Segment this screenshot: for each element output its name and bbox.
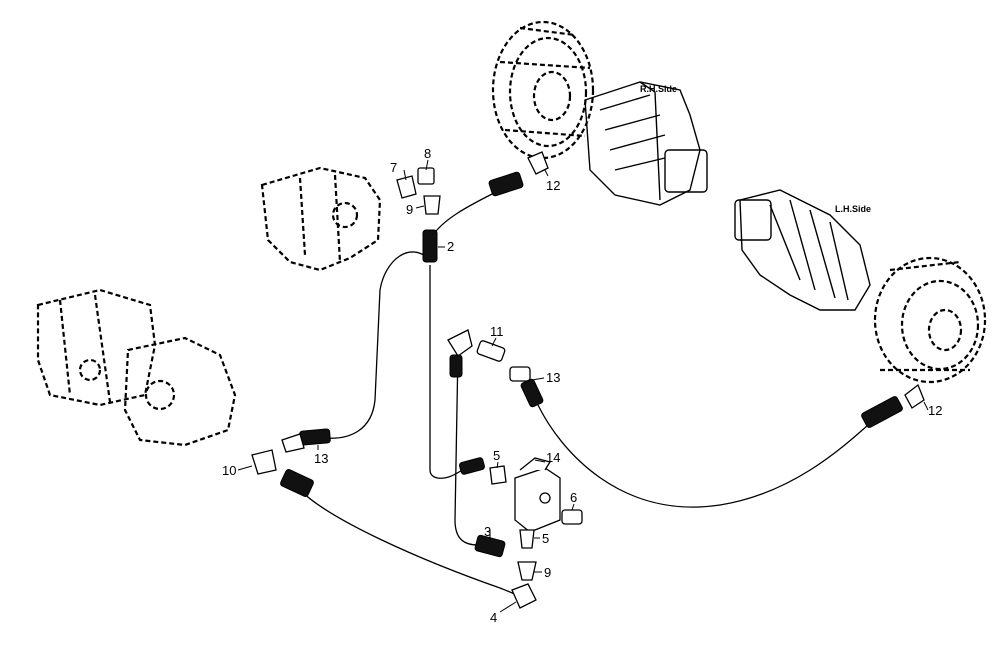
leader-lines — [237, 159, 929, 613]
fitting-6 — [561, 509, 583, 525]
main-pump-assembly — [36, 288, 237, 447]
fitting-11 — [476, 340, 506, 362]
callout-4: 4 — [490, 610, 497, 625]
fitting-13-right — [509, 366, 544, 408]
callout-13-right: 13 — [546, 370, 560, 385]
fitting-4 — [511, 583, 537, 609]
rh-brake-drum — [491, 20, 595, 160]
callout-14: 14 — [546, 450, 560, 465]
fitting-5-lower — [519, 529, 535, 549]
callout-2: 2 — [447, 239, 454, 254]
fitting-3 — [474, 534, 506, 558]
rh-side-label: R.H.Side — [640, 84, 677, 94]
pump-housing — [260, 166, 382, 272]
callout-5-lower: 5 — [542, 531, 549, 546]
fitting-10 — [251, 449, 314, 498]
lh-side-label: L.H.Side — [835, 204, 871, 214]
callout-12-rh: 12 — [546, 178, 560, 193]
fitting-7 — [396, 175, 417, 199]
rh-drive-motor — [584, 81, 708, 206]
elbow-middle — [447, 329, 473, 378]
callout-10: 10 — [222, 463, 236, 478]
callout-11: 11 — [490, 324, 504, 339]
callout-3: 3 — [484, 524, 491, 539]
callout-13-left: 13 — [314, 451, 328, 466]
callout-9-lower: 9 — [544, 565, 551, 580]
fitting-2 — [422, 229, 438, 263]
fitting-9-top — [423, 195, 441, 215]
callout-8: 8 — [424, 146, 431, 161]
callout-6: 6 — [570, 490, 577, 505]
callout-7: 7 — [390, 160, 397, 175]
fitting-12-lh — [861, 383, 925, 428]
fitting-12-rh — [488, 151, 549, 197]
callout-9-top: 9 — [406, 202, 413, 217]
fitting-13-left — [281, 428, 331, 453]
callout-5-upper: 5 — [493, 448, 500, 463]
lh-brake-drum — [873, 256, 987, 384]
hose-lines — [299, 189, 869, 599]
callout-12-lh: 12 — [928, 403, 942, 418]
fitting-8 — [417, 167, 435, 185]
valve-14 — [514, 457, 561, 533]
fitting-5-upper — [459, 457, 507, 485]
lh-drive-motor — [734, 189, 871, 311]
fitting-9-lower — [517, 561, 537, 581]
